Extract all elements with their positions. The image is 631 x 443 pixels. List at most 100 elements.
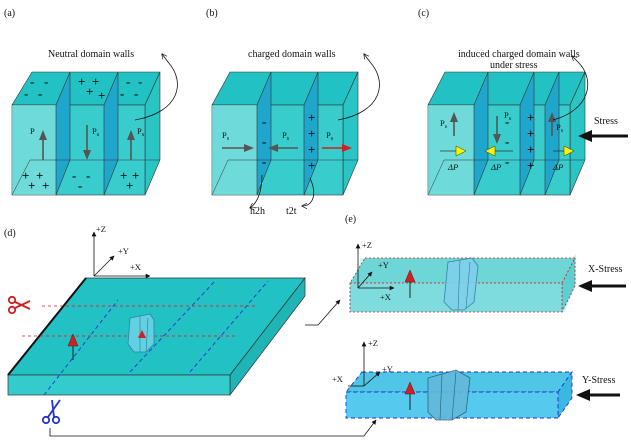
charge-plus: + [527, 110, 534, 125]
charge-minus: - [505, 134, 509, 149]
charge-minus: - [126, 74, 130, 89]
charge-minus: - [78, 178, 82, 193]
slab-edge [7, 277, 87, 376]
domain-a-left [12, 105, 56, 195]
charge-minus: - [44, 74, 48, 89]
label-ps: Ps [440, 118, 448, 130]
charge-minus: - [120, 86, 124, 101]
charge-plus: + [36, 168, 43, 183]
label-axis-x: +X [130, 262, 141, 272]
charge-plus: + [527, 158, 534, 173]
label-delta-p: ΔP [490, 162, 501, 172]
panel-c: (c) induced charged domain walls under s… [418, 8, 628, 196]
charge-minus: - [134, 86, 138, 101]
charge-plus: + [527, 142, 534, 157]
label-t2t: t2t [286, 206, 297, 217]
axis-y [93, 255, 115, 277]
charge-plus: + [527, 126, 534, 141]
domain-prism [443, 257, 479, 311]
charge-minus: - [262, 154, 266, 169]
charge-plus: + [92, 74, 99, 89]
charge-plus: + [308, 110, 315, 125]
axis-y [357, 271, 373, 289]
curved-arrow-icon [337, 54, 380, 121]
charge-minus: - [24, 86, 28, 101]
label-ps: Ps [222, 130, 230, 142]
panel-a-tag: (a) [4, 8, 15, 19]
slab-front [7, 374, 231, 396]
label-axis-x: +X [380, 292, 391, 302]
label-x-stress: X-Stress [588, 264, 623, 275]
charge-minus: - [86, 168, 90, 183]
charge-plus: + [308, 126, 315, 141]
charge-plus: + [28, 178, 35, 193]
charge-plus: + [308, 158, 315, 173]
charge-plus: + [132, 168, 139, 183]
cut-line-y [43, 299, 119, 396]
scissors-blue-icon [41, 399, 61, 425]
label-ps: Ps [556, 122, 564, 134]
block-c-top [427, 71, 586, 106]
curved-arrow-icon [302, 177, 315, 206]
label-axis-x: +X [332, 374, 343, 384]
charge-minus: - [138, 74, 142, 89]
label-axis-z: +Z [362, 240, 372, 250]
panel-a: (a) Neutral domain walls - - - - + + + +… [4, 8, 178, 196]
panel-b-title: charged domain walls [248, 49, 336, 60]
label-ps: Ps [504, 110, 512, 122]
panel-b-tag: (b) [206, 8, 218, 19]
block-b-top [211, 71, 359, 106]
charge-plus: + [98, 88, 105, 103]
charge-minus: - [262, 134, 266, 149]
label-ps: Ps [326, 130, 334, 142]
charge-plus: + [126, 178, 133, 193]
axis-y [363, 371, 381, 387]
label-axis-y: +Y [378, 260, 389, 270]
label-axis-y: +Y [382, 364, 393, 374]
charge-minus: - [505, 154, 509, 169]
connector-arrow [305, 299, 341, 326]
domain-prism [427, 369, 471, 421]
scissors-red-icon [7, 295, 31, 315]
charge-plus: + [42, 178, 49, 193]
curved-arrow-icon [134, 54, 178, 121]
panel-a-title: Neutral domain walls [48, 49, 134, 60]
label-stress: Stress [594, 116, 618, 127]
panel-d-tag: (d) [4, 228, 16, 239]
label-axis-z: +Z [96, 224, 106, 234]
charge-minus: - [30, 74, 34, 89]
y-stress-block-side [557, 370, 573, 420]
cut-line-y [189, 280, 269, 373]
label-delta-p: ΔP [552, 162, 563, 172]
panel-c-title-line2: under stress [490, 60, 538, 71]
label-ps: Ps [92, 126, 100, 138]
charge-plus: + [22, 168, 29, 183]
label-ps: Ps [137, 126, 145, 138]
panel-e-tag: (e) [345, 214, 356, 225]
slab-top [7, 277, 306, 376]
x-stress-block-side [561, 257, 576, 313]
connector-arrow [49, 419, 377, 437]
label-delta-p: ΔP [447, 162, 458, 172]
label-ps: Ps [282, 130, 290, 142]
label-axis-y: +Y [118, 246, 129, 256]
panel-b: (b) charged domain walls - - - + + + + P… [206, 8, 380, 217]
label-axis-z: +Z [368, 338, 378, 348]
panel-c-tag: (c) [418, 8, 429, 19]
charge-minus: - [505, 114, 509, 129]
charge-minus: - [72, 168, 76, 183]
panel-c-title-line1: induced charged domain walls [458, 49, 580, 60]
charge-minus: - [38, 86, 42, 101]
curved-arrow-icon [552, 56, 589, 121]
label-y-stress: Y-Stress [582, 375, 615, 386]
charge-minus: - [262, 114, 266, 129]
charge-plus: + [308, 142, 315, 157]
charge-plus: + [120, 168, 127, 183]
charge-plus: + [78, 74, 85, 89]
label-p: P [30, 126, 35, 136]
charge-plus: + [86, 84, 93, 99]
panel-d: (d) +Z +Y +X [4, 224, 377, 437]
curved-arrow-icon [250, 174, 263, 208]
label-h2h: h2h [250, 206, 265, 217]
